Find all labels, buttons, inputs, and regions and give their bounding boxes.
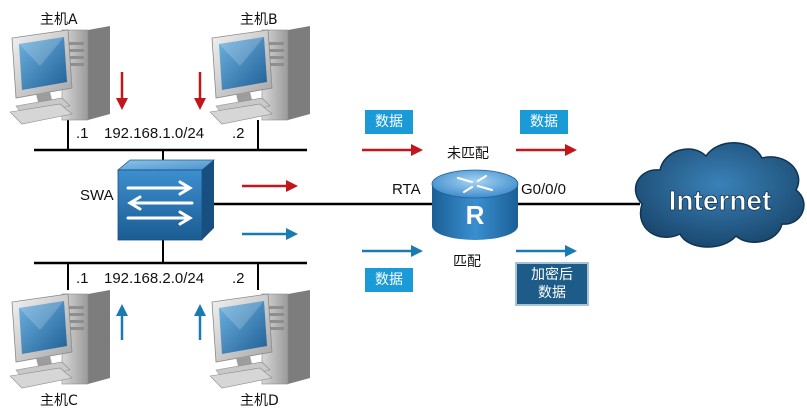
switch-label: SWA <box>80 187 114 204</box>
arrow-right-blue-switch <box>242 228 298 240</box>
host-b-computer-icon <box>209 25 311 125</box>
router-interface-label: G0/0/0 <box>521 181 567 198</box>
switch-icon <box>116 159 216 241</box>
host-b-label: 主机B <box>240 12 278 28</box>
arrow-down-host-a <box>116 72 128 110</box>
arrow-right-blue-matched-out <box>516 245 577 257</box>
host-c-computer-icon <box>9 289 111 389</box>
data-tag-matched-in: 数据 <box>365 268 413 292</box>
router-r-icon: R <box>466 200 485 230</box>
unmatched-label: 未匹配 <box>447 146 489 162</box>
bottom-subnet-label: 192.168.2.0/24 <box>104 270 205 287</box>
encrypted-tag-line2: 数据 <box>538 285 566 301</box>
host-a-label: 主机A <box>40 12 78 28</box>
arrow-right-red-unmatched-out <box>516 144 577 156</box>
host-d-computer-icon <box>209 289 311 389</box>
arrow-right-red-unmatched-in <box>362 144 423 156</box>
arrow-right-blue-matched-in <box>362 245 423 257</box>
data-tag-unmatched-out: 数据 <box>520 110 568 134</box>
host-d-label: 主机D <box>240 393 279 409</box>
bottom-left-host-octet: .1 <box>76 270 89 287</box>
encrypted-tag-line1: 加密后 <box>531 267 573 283</box>
arrow-down-host-b <box>194 72 206 110</box>
arrow-up-host-c <box>116 304 128 340</box>
encrypted-data-tag: 加密后 数据 <box>515 262 589 306</box>
arrow-up-host-d <box>194 304 206 340</box>
internet-label: Internet <box>669 185 772 216</box>
top-left-host-octet: .1 <box>76 125 89 142</box>
arrow-right-red-switch <box>242 180 298 192</box>
host-c-label: 主机C <box>40 393 78 409</box>
router-icon: R <box>431 169 519 240</box>
router-label: RTA <box>392 181 421 198</box>
host-a-computer-icon <box>9 25 111 125</box>
matched-label: 匹配 <box>453 254 481 270</box>
bottom-right-host-octet: .2 <box>232 270 245 287</box>
top-subnet-label: 192.168.1.0/24 <box>104 125 205 142</box>
top-right-host-octet: .2 <box>232 125 245 142</box>
internet-cloud-icon: Internet <box>634 142 805 248</box>
data-tag-unmatched-in: 数据 <box>365 110 413 134</box>
